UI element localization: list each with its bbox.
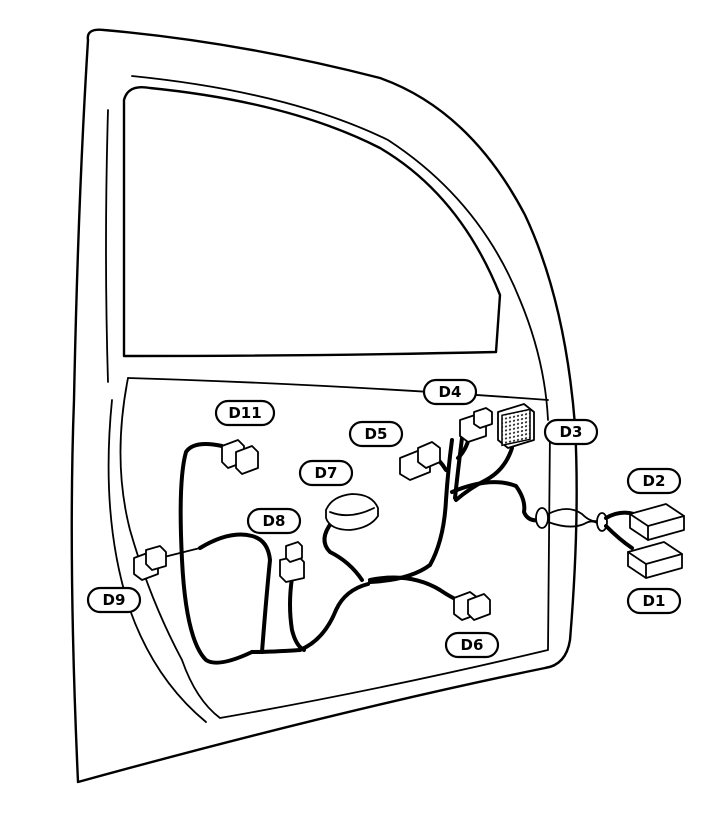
- connector-d1: [627, 541, 683, 579]
- svg-text:D2: D2: [643, 472, 666, 490]
- svg-text:D9: D9: [103, 591, 126, 609]
- label-d4: D4: [422, 378, 478, 406]
- label-d11: D11: [214, 399, 276, 427]
- svg-text:D4: D4: [439, 383, 462, 401]
- label-d9: D9: [86, 586, 142, 614]
- svg-text:D5: D5: [365, 425, 388, 443]
- label-d2: D2: [626, 467, 682, 495]
- window-glass: [122, 86, 502, 358]
- wiring-harness: [159, 430, 542, 665]
- svg-text:D6: D6: [461, 636, 484, 654]
- connector-d4: [459, 407, 493, 443]
- label-d1: D1: [626, 587, 682, 615]
- svg-text:D11: D11: [228, 404, 261, 422]
- svg-text:D7: D7: [315, 464, 338, 482]
- svg-text:D3: D3: [560, 423, 583, 441]
- connector-d5: [399, 441, 441, 481]
- connector-d2: [629, 503, 685, 541]
- connector-d6: [453, 591, 491, 621]
- connector-d8: [279, 541, 305, 583]
- svg-text:D8: D8: [263, 512, 286, 530]
- label-d5: D5: [348, 420, 404, 448]
- label-d7: D7: [298, 459, 354, 487]
- label-d6: D6: [444, 631, 500, 659]
- grommet-pigtail: [535, 507, 636, 550]
- label-d3: D3: [543, 418, 599, 446]
- connector-d11: [221, 439, 259, 475]
- label-d8: D8: [246, 507, 302, 535]
- svg-text:D1: D1: [643, 592, 666, 610]
- connector-d7: [325, 493, 379, 531]
- connector-d9: [133, 545, 167, 581]
- connector-d3: [497, 403, 535, 449]
- door-panel: [70, 28, 578, 784]
